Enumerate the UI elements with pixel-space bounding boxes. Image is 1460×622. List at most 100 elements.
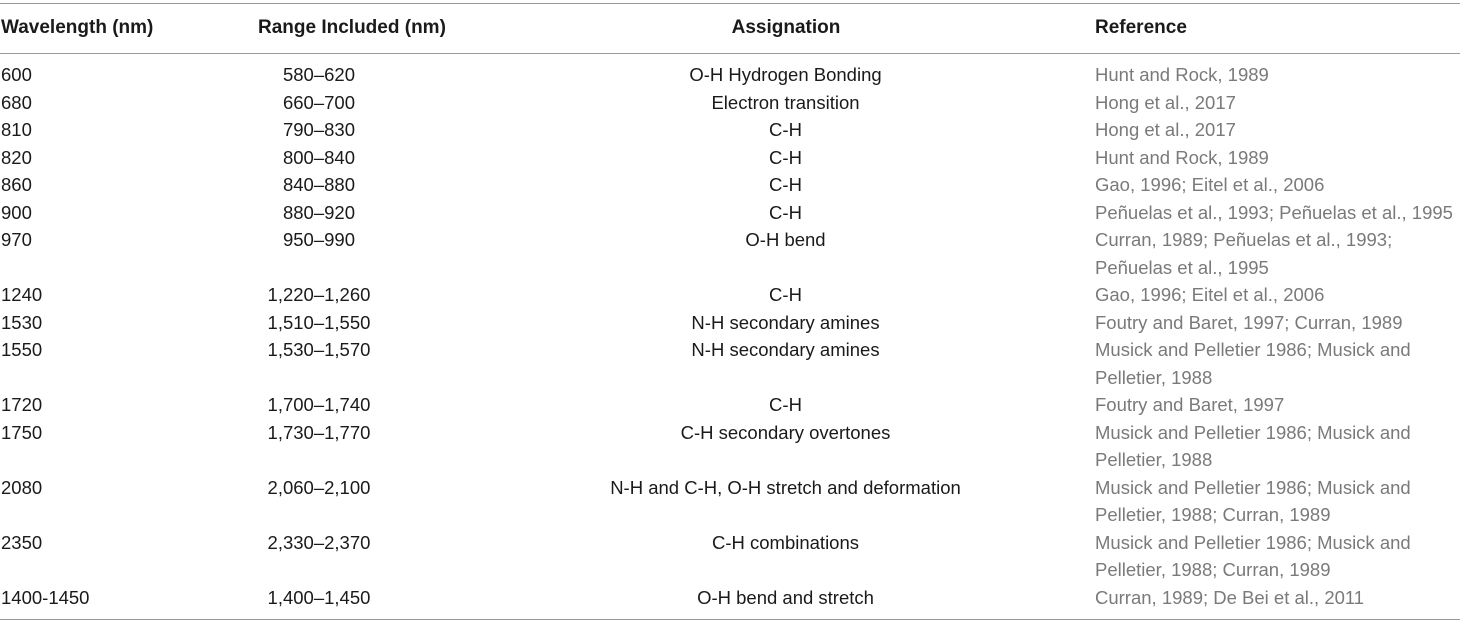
reference-citation-link[interactable]: Hunt and Rock, 1989 [1095,146,1269,168]
reference-citation-link[interactable]: Peñuelas et al., 1993; Peñuelas et al., … [1095,201,1453,223]
cell-assignation: O-H bend and stretch [697,586,874,608]
cell-assignation: N-H secondary amines [691,339,880,360]
cell-range-included: 800–840 [282,146,356,168]
table-row: 600 580–620 O-H Hydrogen Bonding Hunt and R… [0,61,1460,89]
table-row: 1720 1,700–1,740 C-H Foutry and Baret, 1997 [0,391,1460,419]
header-reference: Reference [1095,17,1187,38]
table-top-rule [0,3,1460,4]
cell-range-included: 2,330–2,370 [267,531,371,553]
cell-range-included: 840–880 [282,174,356,195]
cell-wavelength: 680 [1,91,32,113]
cell-reference[interactable]: Gao, 1996; Eitel et al., 2006 [1095,171,1457,199]
reference-citation-link[interactable]: Musick and Pelletier 1986; Musick and [1095,476,1411,498]
table-header-row: Wavelength (nm) Range Included (nm) Assi… [0,4,1460,53]
reference-citation-link[interactable]: Pelletier, 1988 [1095,449,1213,470]
table-row: 1550 1,530–1,570 N-H secondary amines Music… [0,336,1460,391]
reference-citation-link[interactable]: Pelletier, 1988 [1095,366,1213,388]
table-row: 860 840–880 C-H Gao, 1996; Eitel et al., 20… [0,171,1460,199]
cell-wavelength: 810 [1,119,32,140]
cell-wavelength: 900 [1,201,32,223]
cell-reference[interactable]: Hunt and Rock, 1989 [1095,61,1457,89]
reference-citation-link[interactable]: Curran, 1989; De Bei et al., 2011 [1095,586,1365,608]
cell-wavelength: 820 [1,146,32,168]
header-range-included: Range Included (nm) [258,17,446,38]
cell-range-included: 580–620 [282,64,356,85]
cell-reference[interactable]: Curran, 1989; Peñuelas et al., 1993; Peñu… [1095,226,1457,281]
cell-range-included: 1,400–1,450 [267,586,371,608]
reference-citation-link[interactable]: Musick and Pelletier 1986; Musick and [1095,339,1411,360]
header-assignation: Assignation [731,17,841,38]
table-row: 680 660–700 Electron transition Hong et al.… [0,89,1460,117]
cell-range-included: 2,060–2,100 [267,476,371,498]
cell-assignation: O-H Hydrogen Bonding [689,64,882,85]
table-row: 820 800–840 C-H Hunt and Rock, 1989 [0,144,1460,172]
table-row: 1400-1450 1,400–1,450 O-H bend and stretch… [0,584,1460,612]
table-row: 1530 1,510–1,550 N-H secondary amines Foutr… [0,309,1460,337]
table-row: 970 950–990 O-H bend Curran, 1989; Peñuelas… [0,226,1460,281]
cell-assignation: C-H [769,146,802,168]
cell-range-included: 880–920 [282,201,356,223]
reference-citation-link[interactable]: Pelletier, 1988; Curran, 1989 [1095,504,1331,525]
cell-range-included: 1,700–1,740 [267,394,371,415]
table-row: 900 880–920 C-H Peñuelas et al., 1993; Peñu… [0,199,1460,227]
cell-wavelength: 970 [1,229,32,250]
reference-citation-link[interactable]: Pelletier, 1988; Curran, 1989 [1095,559,1331,580]
cell-assignation: C-H [769,201,802,223]
table-row: 2350 2,330–2,370 C-H combinations Musick an… [0,529,1460,584]
cell-reference[interactable]: Gao, 1996; Eitel et al., 2006 [1095,281,1457,309]
cell-assignation: C-H secondary overtones [680,421,891,443]
cell-reference[interactable]: Curran, 1989; De Bei et al., 2011 [1095,584,1457,612]
reference-citation-link[interactable]: Musick and Pelletier 1986; Musick and [1095,421,1411,443]
cell-wavelength: 2350 [1,531,43,553]
cell-range-included: 1,530–1,570 [267,339,371,360]
cell-assignation: Electron transition [711,91,860,113]
reference-citation-link[interactable]: Hong et al., 2017 [1095,91,1236,113]
cell-reference[interactable]: Hong et al., 2017 [1095,89,1457,117]
cell-wavelength: 1750 [1,421,43,443]
reference-citation-link[interactable]: Foutry and Baret, 1997 [1095,394,1285,415]
reference-citation-link[interactable]: Gao, 1996; Eitel et al., 2006 [1095,174,1325,195]
cell-reference[interactable]: Peñuelas et al., 1993; Peñuelas et al., … [1095,199,1457,227]
reference-citation-link[interactable]: Hunt and Rock, 1989 [1095,64,1269,85]
reference-citation-link[interactable]: Peñuelas et al., 1995 [1095,256,1269,278]
cell-range-included: 660–700 [282,91,356,113]
table-bottom-rule [0,619,1460,620]
cell-reference[interactable]: Hong et al., 2017 [1095,116,1457,144]
cell-reference[interactable]: Foutry and Baret, 1997; Curran, 1989 [1095,309,1457,337]
reference-citation-link[interactable]: Hong et al., 2017 [1095,119,1236,140]
cell-wavelength: 1400-1450 [1,586,90,608]
reference-citation-link[interactable]: Foutry and Baret, 1997; Curran, 1989 [1095,311,1403,333]
cell-assignation: C-H [769,284,802,305]
header-wavelength: Wavelength (nm) [1,17,154,38]
cell-wavelength: 600 [1,64,32,85]
cell-wavelength: 1550 [1,339,43,360]
cell-assignation: C-H [769,394,802,415]
cell-assignation: C-H [769,174,802,195]
cell-reference[interactable]: Foutry and Baret, 1997 [1095,391,1457,419]
cell-range-included: 1,510–1,550 [267,311,371,333]
cell-reference[interactable]: Hunt and Rock, 1989 [1095,144,1457,172]
cell-wavelength: 860 [1,174,32,195]
cell-range-included: 950–990 [282,229,356,250]
cell-assignation: N-H secondary amines [691,311,880,333]
cell-range-included: 790–830 [282,119,356,140]
cell-wavelength: 1720 [1,394,43,415]
cell-assignation: N-H and C-H, O-H stretch and deformation [610,476,961,498]
table-header-rule [0,53,1460,54]
cell-wavelength: 1530 [1,311,43,333]
reference-citation-link[interactable]: Curran, 1989; Peñuelas et al., 1993; [1095,229,1393,250]
reference-citation-link[interactable]: Gao, 1996; Eitel et al., 2006 [1095,284,1325,305]
cell-range-included: 1,220–1,260 [267,284,371,305]
cell-assignation: C-H combinations [711,531,860,553]
reference-citation-link[interactable]: Musick and Pelletier 1986; Musick and [1095,531,1411,553]
cell-assignation: O-H bend [745,229,826,250]
